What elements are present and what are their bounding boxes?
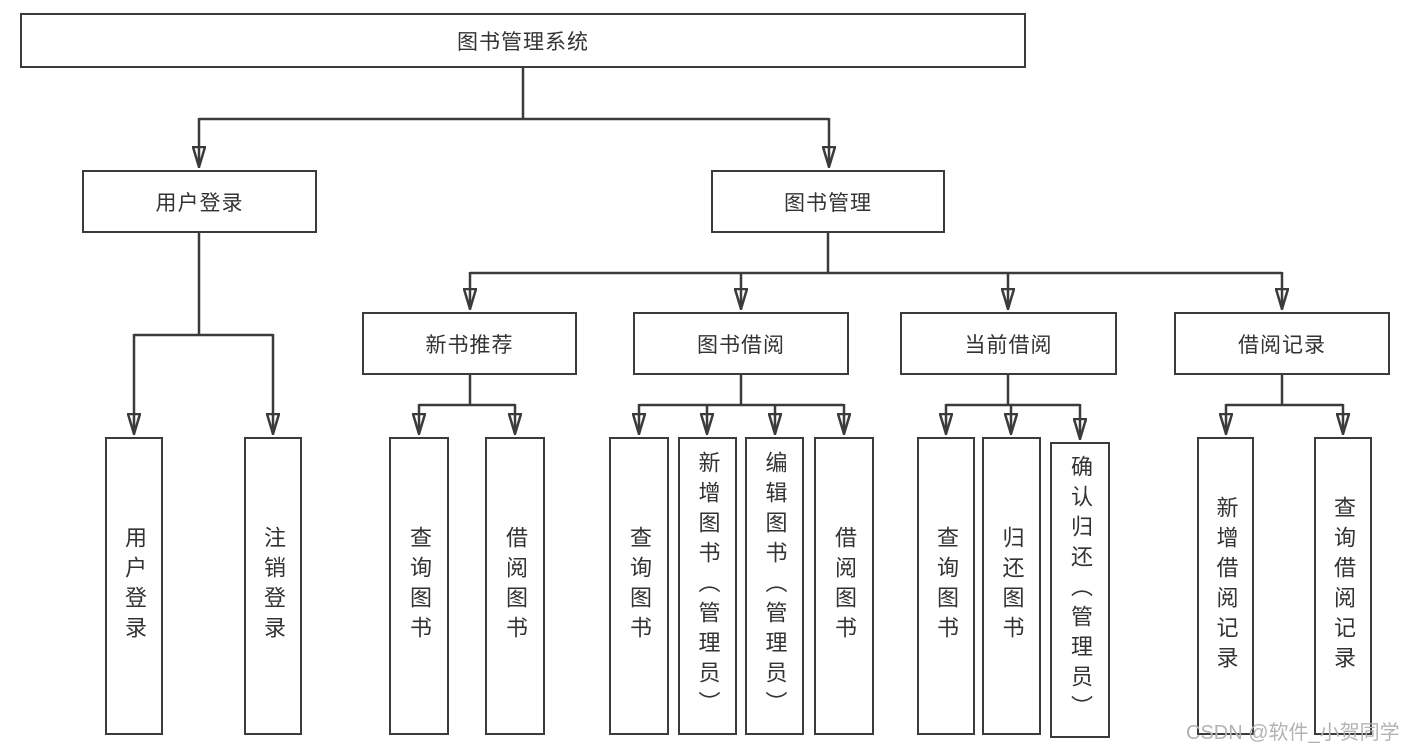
node-label: 新书推荐: [425, 333, 514, 357]
current-borrow-branch: [946, 375, 1080, 439]
node-label: 图书管理: [784, 191, 872, 215]
book-borrow-branch: [639, 375, 844, 434]
csdn-watermark: CSDN @软件_小贺同学: [1186, 722, 1400, 744]
node-label: 新增图书（管理员）: [695, 451, 721, 721]
node-book-borrow: 图书借阅: [633, 312, 849, 375]
leaf-query-book-recommend: 查询图书: [389, 437, 449, 735]
leaf-query-book-borrow: 查询图书: [609, 437, 669, 735]
root-branch: [199, 68, 829, 167]
leaf-borrow-book-recommend: 借阅图书: [485, 437, 545, 735]
node-label: 图书管理系统: [457, 30, 589, 54]
leaf-add-book-admin: 新增图书（管理员）: [678, 437, 737, 735]
node-user-login: 用户登录: [82, 170, 317, 233]
leaf-borrow-book: 借阅图书: [814, 437, 874, 735]
leaf-user-login: 用户登录: [105, 437, 163, 735]
node-label: 借阅记录: [1238, 333, 1326, 357]
leaf-return-book: 归还图书: [982, 437, 1041, 735]
node-new-book-recommend: 新书推荐: [362, 312, 577, 375]
node-label: 编辑图书（管理员）: [762, 451, 788, 721]
node-library-system: 图书管理系统: [20, 13, 1026, 68]
user-login-branch: [134, 233, 273, 434]
node-label: 确认归还（管理员）: [1068, 455, 1093, 725]
leaf-confirm-return-admin: 确认归还（管理员）: [1050, 442, 1110, 738]
leaf-query-book-current: 查询图书: [917, 437, 975, 735]
node-label: 归还图书: [999, 526, 1025, 646]
node-label: 当前借阅: [964, 333, 1053, 357]
node-current-borrow: 当前借阅: [900, 312, 1117, 375]
node-label: 查询图书: [934, 526, 959, 646]
node-label: 查询图书: [627, 526, 652, 646]
node-borrow-records: 借阅记录: [1174, 312, 1390, 375]
node-label: 用户登录: [122, 526, 147, 646]
node-label: 查询借阅记录: [1331, 496, 1356, 676]
book-management-branch: [470, 233, 1282, 309]
node-label: 借阅图书: [832, 526, 857, 646]
leaf-query-borrow-record: 查询借阅记录: [1314, 437, 1372, 735]
new-book-recommend-branch: [419, 375, 515, 434]
node-label: 新增借阅记录: [1213, 496, 1239, 676]
leaf-add-borrow-record: 新增借阅记录: [1197, 437, 1254, 735]
node-label: 注销登录: [261, 526, 286, 646]
node-label: 借阅图书: [503, 526, 528, 646]
node-label: 查询图书: [407, 526, 432, 646]
node-label: 图书借阅: [697, 333, 785, 357]
leaf-edit-book-admin: 编辑图书（管理员）: [745, 437, 804, 735]
node-label: 用户登录: [155, 191, 244, 215]
borrow-records-branch: [1226, 375, 1343, 434]
leaf-logout: 注销登录: [244, 437, 302, 735]
node-book-management: 图书管理: [711, 170, 945, 233]
